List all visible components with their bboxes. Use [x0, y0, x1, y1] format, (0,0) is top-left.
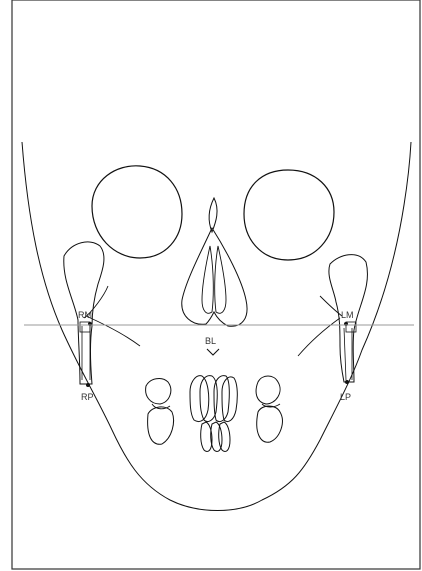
label-rm: RM — [78, 310, 92, 320]
tooth-left-premolar-upper — [256, 376, 280, 404]
nasal-inner-right — [215, 246, 226, 313]
right-orbit — [92, 166, 182, 258]
left-p-point — [345, 380, 349, 384]
right-p-point — [86, 383, 90, 387]
bl-chevron — [207, 349, 219, 355]
nasal-septum — [209, 198, 217, 232]
right-ramus-line2 — [86, 316, 140, 346]
tooth-right-premolar-upper — [146, 379, 171, 404]
right-ramus-inner — [82, 326, 90, 380]
label-lp: LP — [340, 392, 351, 402]
left-ramus-line — [320, 296, 342, 316]
page-border — [12, 0, 420, 569]
tooth-right-premolar-lower — [148, 407, 174, 444]
tooth-left-premolar-lower — [257, 406, 283, 442]
label-lm: LM — [341, 310, 354, 320]
left-ramus-inner — [344, 328, 352, 380]
left-ramus-line2 — [298, 318, 340, 356]
label-rp: RP — [81, 392, 94, 402]
left-orbit — [244, 170, 334, 260]
nasal-inner-left — [202, 246, 213, 313]
label-bl: BL — [205, 336, 216, 346]
tooth-upper-incisor-1 — [190, 376, 209, 422]
